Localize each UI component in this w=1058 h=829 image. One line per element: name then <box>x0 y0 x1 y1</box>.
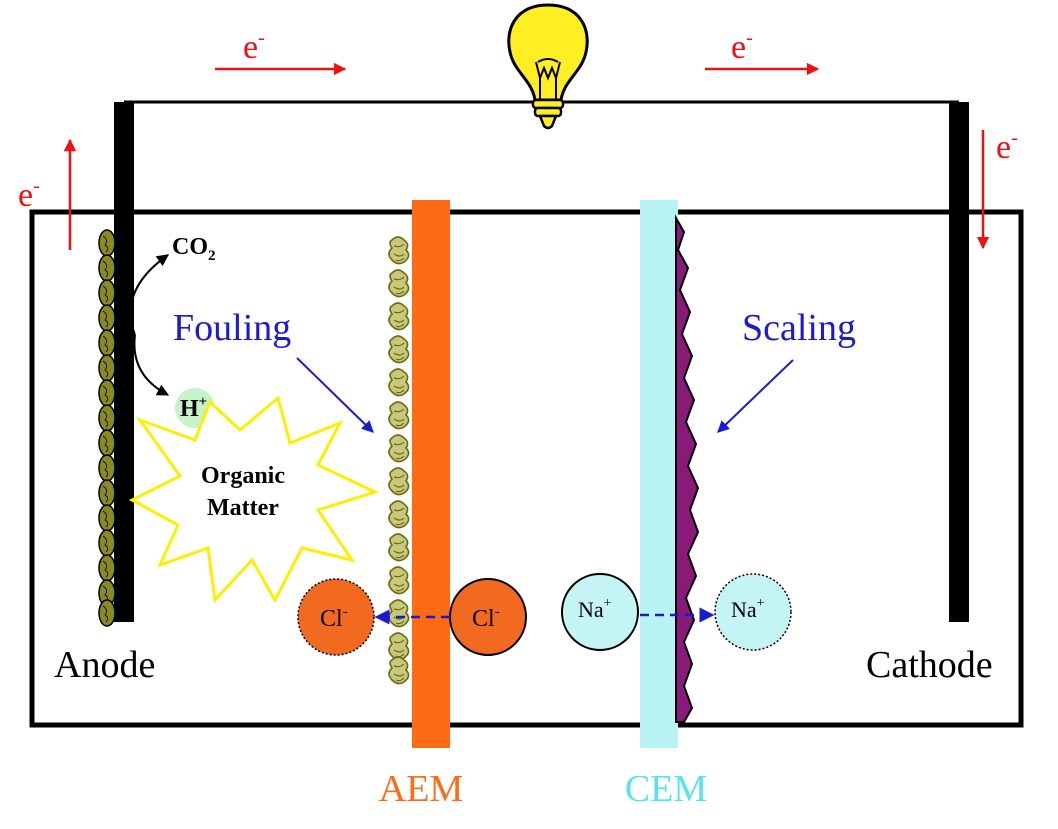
electron-flow-anode: e- <box>18 138 77 250</box>
cathode-electrode <box>949 102 969 622</box>
svg-text:e-: e- <box>731 27 753 66</box>
reactor-chamber <box>29 209 1024 728</box>
aem-label: AEM <box>379 768 463 810</box>
anode-label: Anode <box>54 644 155 686</box>
fouling-label: Fouling <box>173 307 291 349</box>
scaling-label: Scaling <box>742 307 856 349</box>
electron-charge: - <box>33 175 40 197</box>
hplus-label: H+ <box>180 394 207 422</box>
co2-label: CO2 <box>172 234 216 264</box>
electron-flow-top-left: e- <box>215 27 347 76</box>
electron-flow-top-right: e- <box>705 27 820 76</box>
na-ion-label: Na+ <box>578 596 612 622</box>
svg-text:e-: e- <box>18 175 40 214</box>
na-ion-cathode-chamber <box>714 573 792 651</box>
cem-membrane <box>640 200 678 748</box>
electron-flow-cathode: e- <box>976 127 1018 250</box>
cathode-label: Cathode <box>866 644 993 686</box>
scaling-arrow <box>717 359 794 433</box>
cl-ion-label: Cl- <box>320 604 348 632</box>
co2-arrow <box>129 254 169 336</box>
electron-charge: - <box>258 27 265 49</box>
light-bulb-icon <box>507 3 589 130</box>
electron-charge: - <box>1011 127 1018 149</box>
organic-matter-label-2: Matter <box>207 495 279 521</box>
fouling-arrow <box>296 357 374 433</box>
electron-label: e <box>996 129 1011 166</box>
electron-label: e <box>18 177 33 214</box>
organic-matter-label: Organic <box>201 463 285 489</box>
na-ion-label: Na+ <box>731 596 765 622</box>
electron-label: e <box>731 29 746 66</box>
electron-label: e <box>243 29 258 66</box>
cem-label: CEM <box>625 768 707 810</box>
cem-scaling-layer <box>675 214 700 723</box>
svg-text:e-: e- <box>996 127 1018 166</box>
anode-electrode <box>114 102 134 622</box>
na-ion-desalination-chamber <box>561 573 639 651</box>
anode-biofilm <box>98 229 116 627</box>
organic-matter-star-icon <box>128 395 380 604</box>
svg-text:e-: e- <box>243 27 265 66</box>
cl-ion-anode-chamber <box>297 578 375 656</box>
cl-ion-label: Cl- <box>472 604 500 632</box>
electron-charge: - <box>746 27 753 49</box>
hplus-arrow <box>133 334 170 396</box>
aem-membrane <box>412 200 450 748</box>
